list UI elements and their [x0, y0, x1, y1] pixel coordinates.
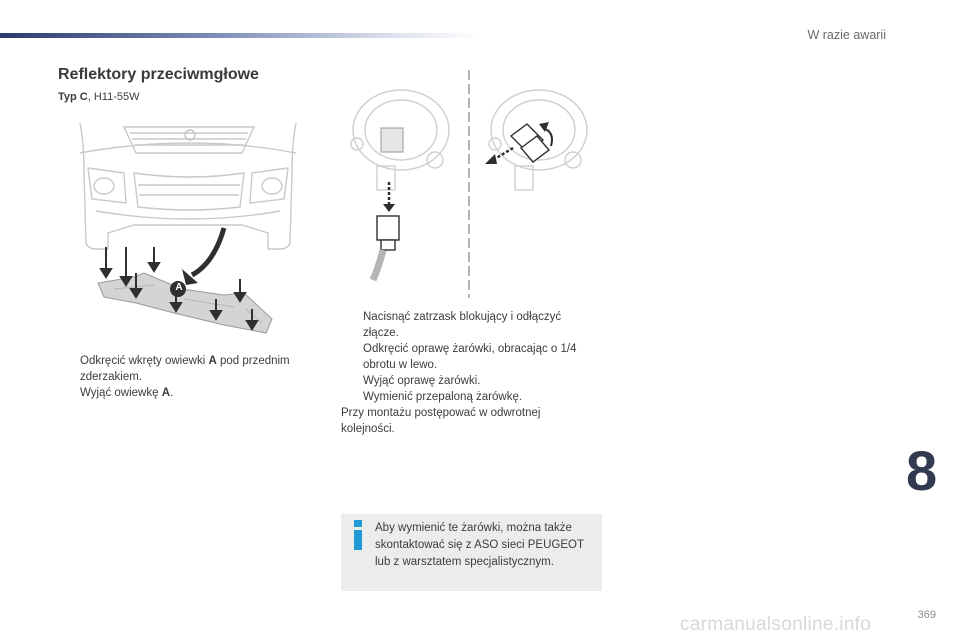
- bumper-illustration: [74, 113, 304, 343]
- list-item: Wymienić przepaloną żarówkę.: [363, 391, 523, 403]
- list-item: Nacisnąć zatrzask blokujący i odłączyć z…: [363, 311, 562, 339]
- reassembly-note: Przy montażu postępować w odwrotnej kole…: [341, 407, 541, 435]
- callout-a-label: A: [175, 282, 183, 293]
- page-number: 369: [917, 609, 936, 621]
- header-accent-bar: [0, 33, 480, 38]
- info-box: Aby wymienić te żarówki, można także sko…: [341, 514, 602, 591]
- list-item: Odkręcić oprawę żarówki, obracając o 1/4…: [363, 343, 577, 371]
- bulb-type: Typ C, H11-55W: [58, 91, 140, 103]
- chapter-number: 8: [906, 439, 938, 502]
- list-item: Wyjąć owiewkę A.: [80, 387, 174, 399]
- left-steps: Odkręcić wkręty owiewki A pod przednim z…: [58, 353, 318, 401]
- right-steps: Nacisnąć zatrzask blokujący i odłączyć z…: [341, 309, 591, 437]
- info-icon: [352, 520, 364, 550]
- chapter-title: W razie awarii: [807, 28, 887, 42]
- section-title: Reflektory przeciwmgłowe: [58, 66, 259, 83]
- info-text: Aby wymienić te żarówki, można także sko…: [375, 522, 584, 568]
- bulb-type-label: Typ C: [58, 91, 88, 103]
- list-item: Odkręcić wkręty owiewki A pod przednim z…: [80, 355, 290, 383]
- watermark: carmanualsonline.info: [680, 614, 872, 635]
- list-item: Wyjąć oprawę żarówki.: [363, 375, 481, 387]
- fog-lamp-illustration: [343, 66, 603, 302]
- bulb-type-value: , H11-55W: [87, 91, 140, 103]
